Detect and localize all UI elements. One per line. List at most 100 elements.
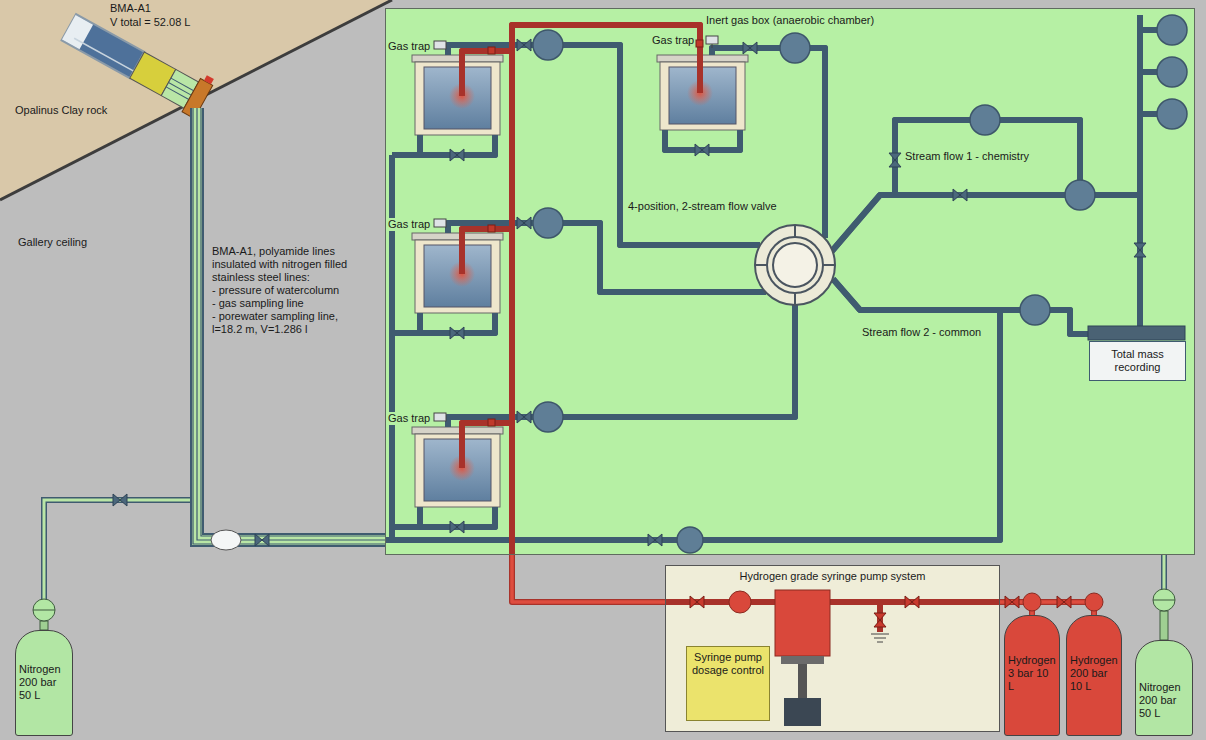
chamber-title: Inert gas box (anaerobic chamber) — [706, 14, 874, 27]
line-passthrough — [166, 78, 194, 99]
gas-trap-label: Gas trap — [652, 34, 694, 47]
gas-trap-label: Gas trap — [386, 218, 432, 231]
vessel-lid — [412, 233, 503, 240]
cylinder-label: Hydrogen 3 bar 10 L — [1008, 654, 1056, 693]
gas-trap-icons — [434, 36, 718, 421]
gas-trap-icon — [434, 413, 446, 421]
regulator — [1023, 593, 1041, 611]
label-holder: - porewater sampling line, l=18.2 m, V=1… — [212, 310, 370, 336]
collar-valve — [204, 75, 214, 84]
chamber-fill — [385, 8, 1195, 555]
gas-trap-icon — [434, 41, 446, 49]
balance-label: Total mass recording — [1094, 348, 1181, 374]
pump-symbol — [533, 208, 563, 238]
label-holder: Stream flow 1 - chemistry — [905, 150, 1029, 163]
reactor-vessel — [412, 427, 503, 507]
pump-symbol — [533, 402, 563, 432]
pump-system-box: Hydrogen grade syringe pump systemSyring… — [665, 565, 1000, 732]
syringe-stem — [798, 664, 807, 698]
borehole — [60, 5, 216, 118]
nitrogen-pipe — [44, 494, 190, 599]
balance-plate — [1088, 326, 1185, 340]
pump-symbol — [1157, 15, 1187, 45]
sampling-pipes — [385, 15, 1157, 540]
label-holder: BMA-A1 — [110, 2, 151, 15]
regulator — [33, 599, 55, 621]
syringe-barrel — [775, 590, 830, 656]
reactor-vessel — [412, 55, 503, 135]
label-holder: V total = 52.08 L — [110, 16, 190, 29]
label-holder: - pressure of watercolumn — [212, 284, 370, 297]
label-holder: Gallery ceiling — [18, 236, 87, 249]
rock-label: Opalinus Clay rock — [15, 104, 107, 117]
gas-cylinder: Nitrogen 200 bar 50 L — [1135, 640, 1193, 736]
vessel-jacket — [415, 62, 500, 135]
junction-vessel — [211, 530, 241, 550]
vessel-water — [424, 439, 491, 501]
regulator — [1085, 593, 1103, 611]
regulator — [1153, 589, 1175, 611]
label-holder: Gas trap — [386, 218, 432, 231]
vessel-water — [424, 245, 491, 307]
line-bundle — [193, 108, 385, 550]
valve-ports — [755, 225, 835, 305]
reactor-vessel — [412, 233, 503, 313]
balance-box: Total mass recording — [1089, 341, 1186, 381]
gas-trap-icon — [434, 219, 446, 227]
syringe-drive — [784, 698, 821, 726]
four-way-valve — [755, 225, 835, 305]
gallery-label: Gallery ceiling — [18, 236, 87, 249]
pipe-connector — [512, 555, 665, 602]
gas-headspace — [62, 15, 93, 49]
label-holder: Gas trap — [386, 40, 432, 53]
hydrogen-pipes — [462, 25, 1000, 632]
line-item: - pressure of watercolumn — [212, 284, 370, 297]
regulator-mark — [1153, 600, 1175, 601]
label-holder: Opalinus Clay rock — [15, 104, 107, 117]
inlet-valve — [488, 419, 495, 426]
pipe-outline — [44, 500, 190, 599]
cylinder-label: Nitrogen 200 bar 50 L — [19, 663, 69, 702]
label-holder: 4-position, 2-stream flow valve — [628, 200, 777, 213]
pipe-line — [512, 555, 665, 602]
pump-system-title: Hydrogen grade syringe pump system — [666, 570, 999, 583]
control-label: Syringe pump dosage control — [691, 651, 765, 677]
pipe-outline — [462, 25, 1000, 632]
valve-ring — [767, 237, 823, 293]
valve-rotor — [773, 243, 817, 287]
pump-box-fill — [665, 565, 1000, 732]
line-item: - porewater sampling line, l=18.2 m, V=1… — [212, 310, 370, 336]
valve-symbols — [450, 39, 1146, 546]
gas-trap-label: Gas trap — [386, 412, 432, 425]
gas-cylinder: Nitrogen 200 bar 50 L — [15, 630, 73, 736]
regulator-mark — [33, 610, 55, 611]
gas-trap-label: Gas trap — [386, 40, 432, 53]
syringe-piston — [781, 656, 824, 664]
pump-symbol — [970, 105, 1000, 135]
pipe-line — [512, 555, 665, 602]
stream-label: Stream flow 2 - common — [862, 326, 981, 339]
gas-trap-icon — [706, 36, 718, 44]
inlet-valve — [696, 40, 703, 47]
valve-symbol — [113, 494, 127, 506]
control-box: Syringe pump dosage control — [686, 646, 770, 721]
vessel-jacket — [415, 434, 500, 507]
gas-cylinder: Hydrogen 3 bar 10 L — [1004, 615, 1060, 736]
vessel-lid — [412, 427, 503, 434]
pump-symbol — [1157, 57, 1187, 87]
vent-symbol — [871, 634, 889, 642]
label-holder: - gas sampling line — [212, 297, 370, 310]
valve-body — [755, 225, 835, 305]
gas-trap-stub — [712, 44, 713, 48]
label-holder: BMA-A1, polyamide lines insulated with n… — [212, 245, 370, 284]
bundle-lines — [193, 108, 385, 544]
cylinder-neck — [1160, 611, 1168, 640]
label-holder: Gas trap — [386, 412, 432, 425]
vessel-water — [424, 67, 491, 129]
cylinder-label: Nitrogen 200 bar 50 L — [1139, 681, 1189, 720]
valve-label: 4-position, 2-stream flow valve — [628, 200, 777, 213]
pump-symbol — [780, 33, 810, 63]
label-holder: Stream flow 2 - common — [862, 326, 981, 339]
